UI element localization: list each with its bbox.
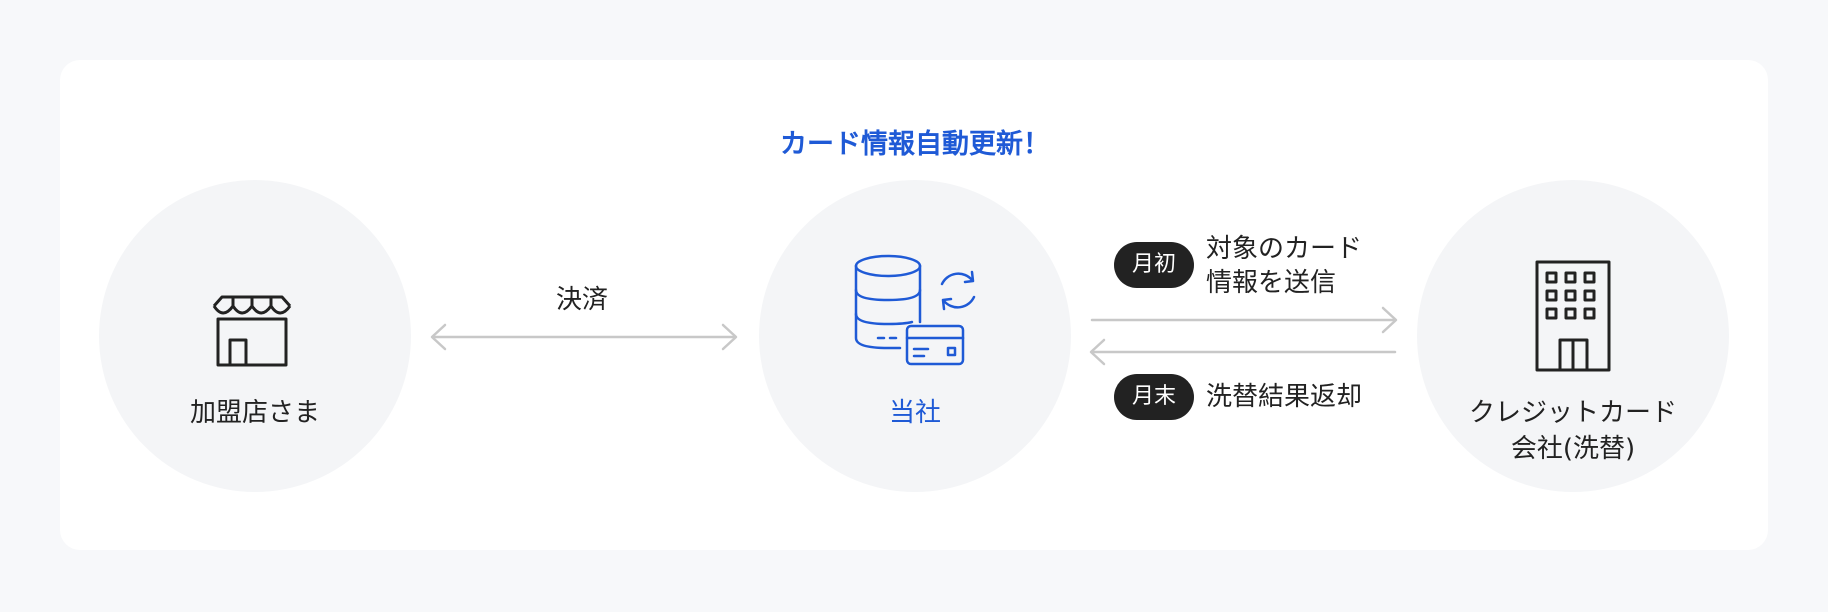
monthly-end-note-line1: 洗替結果返却	[1206, 382, 1363, 412]
company-label: 当社	[888, 398, 941, 428]
diagram-heading: カード情報自動更新！	[780, 129, 1050, 160]
monthly-start-badge: 月初	[1114, 242, 1194, 288]
monthly-start-note-line2: 情報を送信	[1206, 268, 1337, 298]
card-company-label-line2: 会社(洗替)	[1510, 434, 1636, 464]
merchant-label: 加盟店さま	[189, 398, 320, 428]
payment-double-arrow	[430, 323, 738, 351]
payment-label: 決済	[556, 285, 609, 315]
send-arrow	[1090, 306, 1398, 334]
card-company-label-line1: クレジットカード	[1468, 398, 1677, 428]
card-company-node	[1417, 180, 1729, 492]
company-node	[759, 180, 1071, 492]
storefront-icon	[212, 295, 292, 367]
return-arrow	[1089, 338, 1397, 366]
merchant-node	[99, 180, 411, 492]
monthly-end-note: 洗替結果返却	[1206, 380, 1362, 414]
monthly-end-badge: 月末	[1114, 374, 1194, 420]
card-company-label: クレジットカード 会社(洗替)	[1403, 395, 1743, 467]
monthly-start-note-line1: 対象のカード	[1206, 234, 1363, 264]
monthly-start-note: 対象のカード 情報を送信	[1206, 232, 1362, 300]
database-sync-card-icon	[854, 254, 976, 366]
office-building-icon	[1535, 260, 1611, 372]
